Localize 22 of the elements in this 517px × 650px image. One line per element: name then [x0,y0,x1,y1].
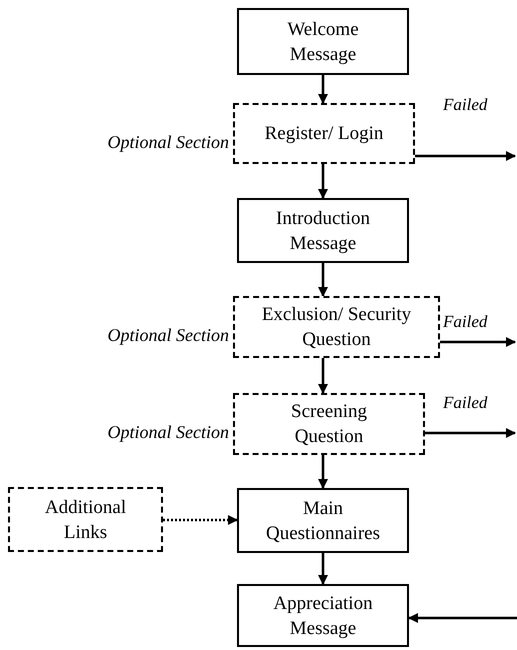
arrow [440,337,516,347]
arrow [415,151,516,161]
optional-step-box: Register/ Login [233,103,415,164]
optional-step-box: Exclusion/ Security Question [233,296,440,358]
arrow [318,553,328,585]
arrow [318,455,328,489]
arrow [408,613,517,623]
arrow [318,358,328,394]
arrow [163,515,238,525]
optional-step-box: Screening Question [233,393,425,455]
process-box: Appreciation Message [237,584,409,647]
side-note: Optional Section [108,132,229,152]
arrow [318,164,328,199]
arrow [318,75,328,104]
side-note: Optional Section [108,422,229,443]
side-note: Optional Section [108,325,229,346]
process-box: Main Questionnaires [237,488,409,553]
arrow [425,428,516,438]
process-box: Introduction Message [237,198,409,263]
arrow [318,263,328,297]
process-box: Welcome Message [237,8,409,75]
optional-step-box: Additional Links [8,487,163,552]
